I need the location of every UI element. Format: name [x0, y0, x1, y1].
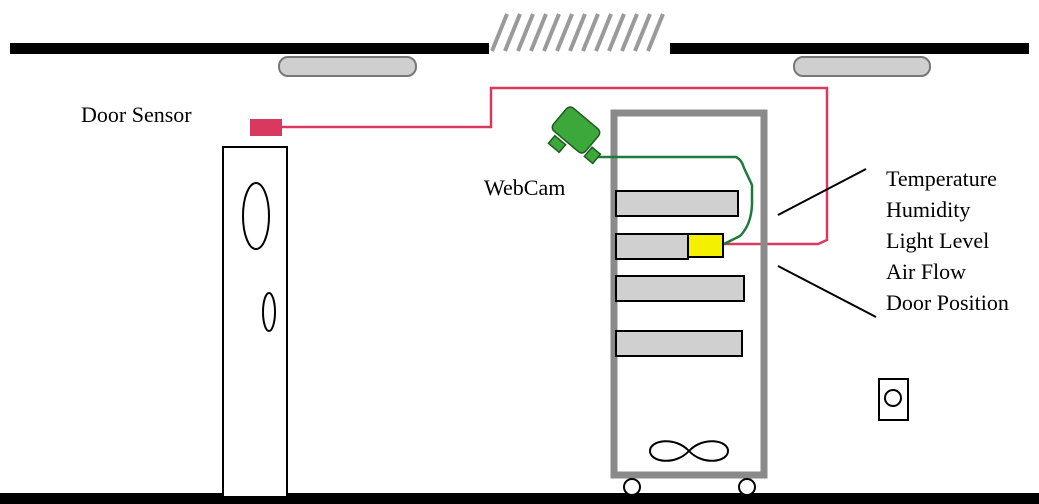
server-unit-3 [615, 275, 745, 302]
ceiling-left [10, 43, 489, 54]
server-unit-1 [615, 190, 739, 217]
sensor-pointer-lower [777, 265, 877, 318]
webcam-cable [596, 155, 754, 246]
webcam-label: WebCam [484, 175, 566, 200]
door-window [242, 182, 270, 250]
sensor-item: Temperature [886, 166, 997, 191]
sensor-item: Air Flow [886, 259, 967, 284]
door-sensor-label: Door Sensor [81, 102, 192, 127]
ceiling-light-left [278, 56, 417, 77]
sensor-item: Door Position [886, 290, 1009, 315]
floor [0, 493, 1039, 504]
monitoring-unit [687, 233, 724, 258]
door-sensor-cable [282, 86, 829, 246]
rack-wheel-right [738, 478, 756, 496]
sensor-list: Temperature Humidity Light Level Air Flo… [886, 163, 1009, 318]
server-rack [610, 109, 768, 479]
sensor-pointer-upper [777, 168, 867, 216]
sensor-item: Light Level [886, 228, 990, 253]
ceiling-right [670, 43, 1029, 54]
wall-outlet-socket [884, 389, 902, 407]
webcam-icon [547, 106, 602, 165]
sensor-item: Humidity [886, 197, 971, 222]
rack-wheel-left [623, 478, 641, 496]
fan-icon [648, 440, 730, 462]
server-unit-4 [615, 330, 743, 357]
ceiling-light-right [793, 56, 931, 77]
door-handle [262, 292, 276, 332]
door-sensor [250, 119, 282, 136]
server-unit-2 [615, 233, 689, 260]
ceiling-opening-hatch [490, 13, 665, 52]
